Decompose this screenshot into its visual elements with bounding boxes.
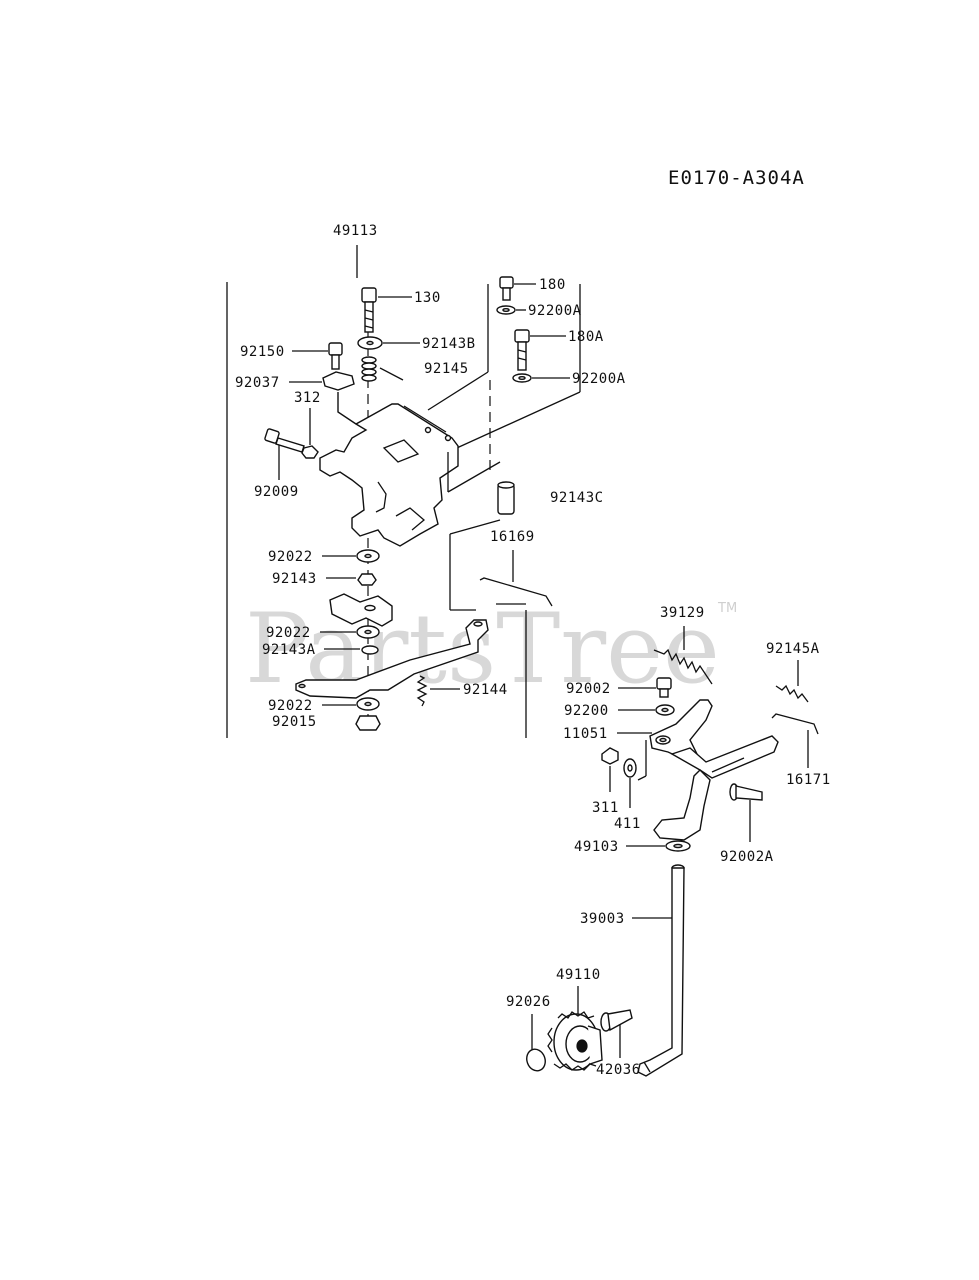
label-92143a[interactable]: 92143A: [262, 642, 316, 658]
washer-92143a[interactable]: [361, 645, 379, 655]
label-92009[interactable]: 92009: [254, 484, 299, 500]
rod-16171[interactable]: [771, 713, 819, 735]
label-92022-bottom[interactable]: 92022: [268, 698, 313, 714]
label-92143[interactable]: 92143: [272, 571, 317, 587]
label-92002a[interactable]: 92002A: [720, 849, 774, 865]
rod-16169[interactable]: [479, 577, 553, 607]
label-92144[interactable]: 92144: [463, 682, 508, 698]
lever-arm[interactable]: [295, 619, 489, 699]
label-130[interactable]: 130: [414, 290, 441, 306]
label-49113[interactable]: 49113: [333, 223, 378, 239]
label-16171[interactable]: 16171: [786, 772, 831, 788]
label-92145a[interactable]: 92145A: [766, 641, 820, 657]
bracket-49113[interactable]: [319, 392, 459, 547]
label-92026[interactable]: 92026: [506, 994, 551, 1010]
bolt-130[interactable]: [361, 287, 377, 333]
label-92022-top[interactable]: 92022: [268, 549, 313, 565]
label-42036[interactable]: 42036: [596, 1062, 641, 1078]
label-49103[interactable]: 49103: [574, 839, 619, 855]
nut-92143[interactable]: [357, 573, 377, 586]
bolt-92002a[interactable]: [729, 783, 763, 801]
bolt-92150[interactable]: [328, 342, 343, 370]
label-92022-mid[interactable]: 92022: [266, 625, 311, 641]
bolt-92002[interactable]: [656, 677, 672, 698]
pin-42036[interactable]: [600, 1009, 633, 1032]
spring-92145[interactable]: [361, 356, 377, 382]
clip-92037[interactable]: [322, 371, 355, 391]
label-312[interactable]: 312: [294, 390, 321, 406]
label-180a[interactable]: 180A: [568, 329, 604, 345]
spring-92145a[interactable]: [775, 684, 809, 703]
label-311[interactable]: 311: [592, 800, 619, 816]
label-92037[interactable]: 92037: [235, 375, 280, 391]
label-92200[interactable]: 92200: [564, 703, 609, 719]
label-39129[interactable]: 39129: [660, 605, 705, 621]
label-16169[interactable]: 16169: [490, 529, 535, 545]
label-92145[interactable]: 92145: [424, 361, 469, 377]
nut-92015[interactable]: [355, 715, 381, 731]
label-92143b[interactable]: 92143B: [422, 336, 476, 352]
shaft-39003[interactable]: [637, 864, 685, 1077]
bolt-180[interactable]: [499, 276, 514, 301]
nut-312[interactable]: [301, 445, 319, 459]
label-92150[interactable]: 92150: [240, 344, 285, 360]
label-92143c[interactable]: 92143C: [550, 490, 604, 506]
control-lever[interactable]: [653, 735, 779, 841]
label-39003[interactable]: 39003: [580, 911, 625, 927]
label-92015[interactable]: 92015: [272, 714, 317, 730]
label-11051[interactable]: 11051: [563, 726, 608, 742]
label-92002[interactable]: 92002: [566, 681, 611, 697]
label-411[interactable]: 411: [614, 816, 641, 832]
watermark-tm: TM: [717, 601, 737, 616]
label-92200a-top[interactable]: 92200A: [528, 303, 582, 319]
spacer-92143c[interactable]: [497, 481, 515, 515]
label-180[interactable]: 180: [539, 277, 566, 293]
gear-49110[interactable]: [547, 1011, 603, 1071]
spring-39129[interactable]: [653, 648, 713, 685]
lower-bracket[interactable]: [329, 593, 393, 627]
spring-92144[interactable]: [416, 675, 428, 707]
washer-92026[interactable]: [524, 1047, 548, 1074]
label-49110[interactable]: 49110: [556, 967, 601, 983]
lever-11051[interactable]: [649, 699, 713, 763]
label-92200a-lower[interactable]: 92200A: [572, 371, 626, 387]
bolt-92009[interactable]: [264, 428, 305, 453]
nut-311[interactable]: [601, 747, 619, 765]
diagram-code: E0170-A304A: [668, 167, 805, 189]
bolt-180a[interactable]: [514, 329, 530, 371]
